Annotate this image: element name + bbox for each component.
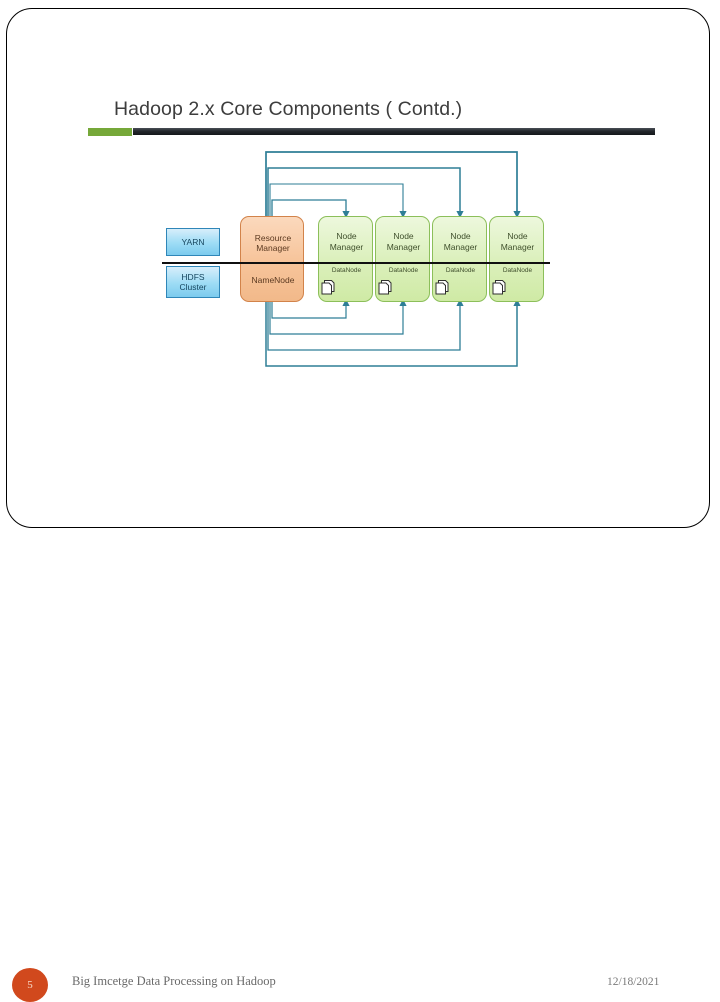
hdfs-label-line1: HDFS <box>181 272 205 282</box>
node-manager-label-line2: Manager <box>500 242 535 252</box>
yarn-hdfs-separator-line <box>162 262 550 264</box>
namenode-label: NameNode <box>251 275 295 285</box>
footer-date: 12/18/2021 <box>607 976 660 988</box>
title-underline-bar <box>133 128 655 135</box>
slide-footer: 5 Big Imcetge Data Processing on Hadoop … <box>0 480 720 1002</box>
resource-manager-namenode-box[interactable]: Resource Manager NameNode <box>240 216 304 302</box>
node-manager-box-2[interactable]: Node Manager DataNode <box>375 216 430 302</box>
page-number-badge: 5 <box>12 968 48 1002</box>
resource-manager-label-line2: Manager <box>256 243 290 253</box>
hdfs-cluster-box[interactable]: HDFS Cluster <box>166 266 220 298</box>
node-manager-box-3[interactable]: Node Manager DataNode <box>432 216 487 302</box>
connector-lines <box>265 151 521 367</box>
node-manager-label-line1: Node <box>450 231 471 241</box>
node-manager-label-line2: Manager <box>386 242 421 252</box>
slide-title-area: Hadoop 2.x Core Components ( Contd.) <box>88 98 660 144</box>
yarn-label: YARN <box>181 237 205 247</box>
slide-border-frame <box>6 8 710 528</box>
right-edge-mask <box>715 0 720 540</box>
page-title: Hadoop 2.x Core Components ( Contd.) <box>114 98 463 120</box>
hdfs-label-line2: Cluster <box>179 282 207 292</box>
resource-manager-label-line1: Resource <box>254 233 292 243</box>
datanode-label: DataNode <box>331 267 362 274</box>
datanode-label: DataNode <box>388 267 419 274</box>
title-green-accent <box>88 128 132 136</box>
node-manager-box-1[interactable]: Node Manager DataNode <box>318 216 373 302</box>
node-manager-label-line1: Node <box>507 231 528 241</box>
footer-title: Big Imcetge Data Processing on Hadoop <box>72 974 276 988</box>
node-manager-label-line1: Node <box>336 231 357 241</box>
datanode-label: DataNode <box>502 267 533 274</box>
yarn-box[interactable]: YARN <box>166 228 220 256</box>
hadoop-architecture-diagram: YARN HDFS Cluster Resource Manager NameN… <box>162 151 550 367</box>
node-manager-label-line2: Manager <box>329 242 364 252</box>
node-manager-box-4[interactable]: Node Manager DataNode <box>489 216 544 302</box>
node-manager-label-line1: Node <box>393 231 414 241</box>
node-manager-label-line2: Manager <box>443 242 478 252</box>
datanode-label: DataNode <box>445 267 476 274</box>
